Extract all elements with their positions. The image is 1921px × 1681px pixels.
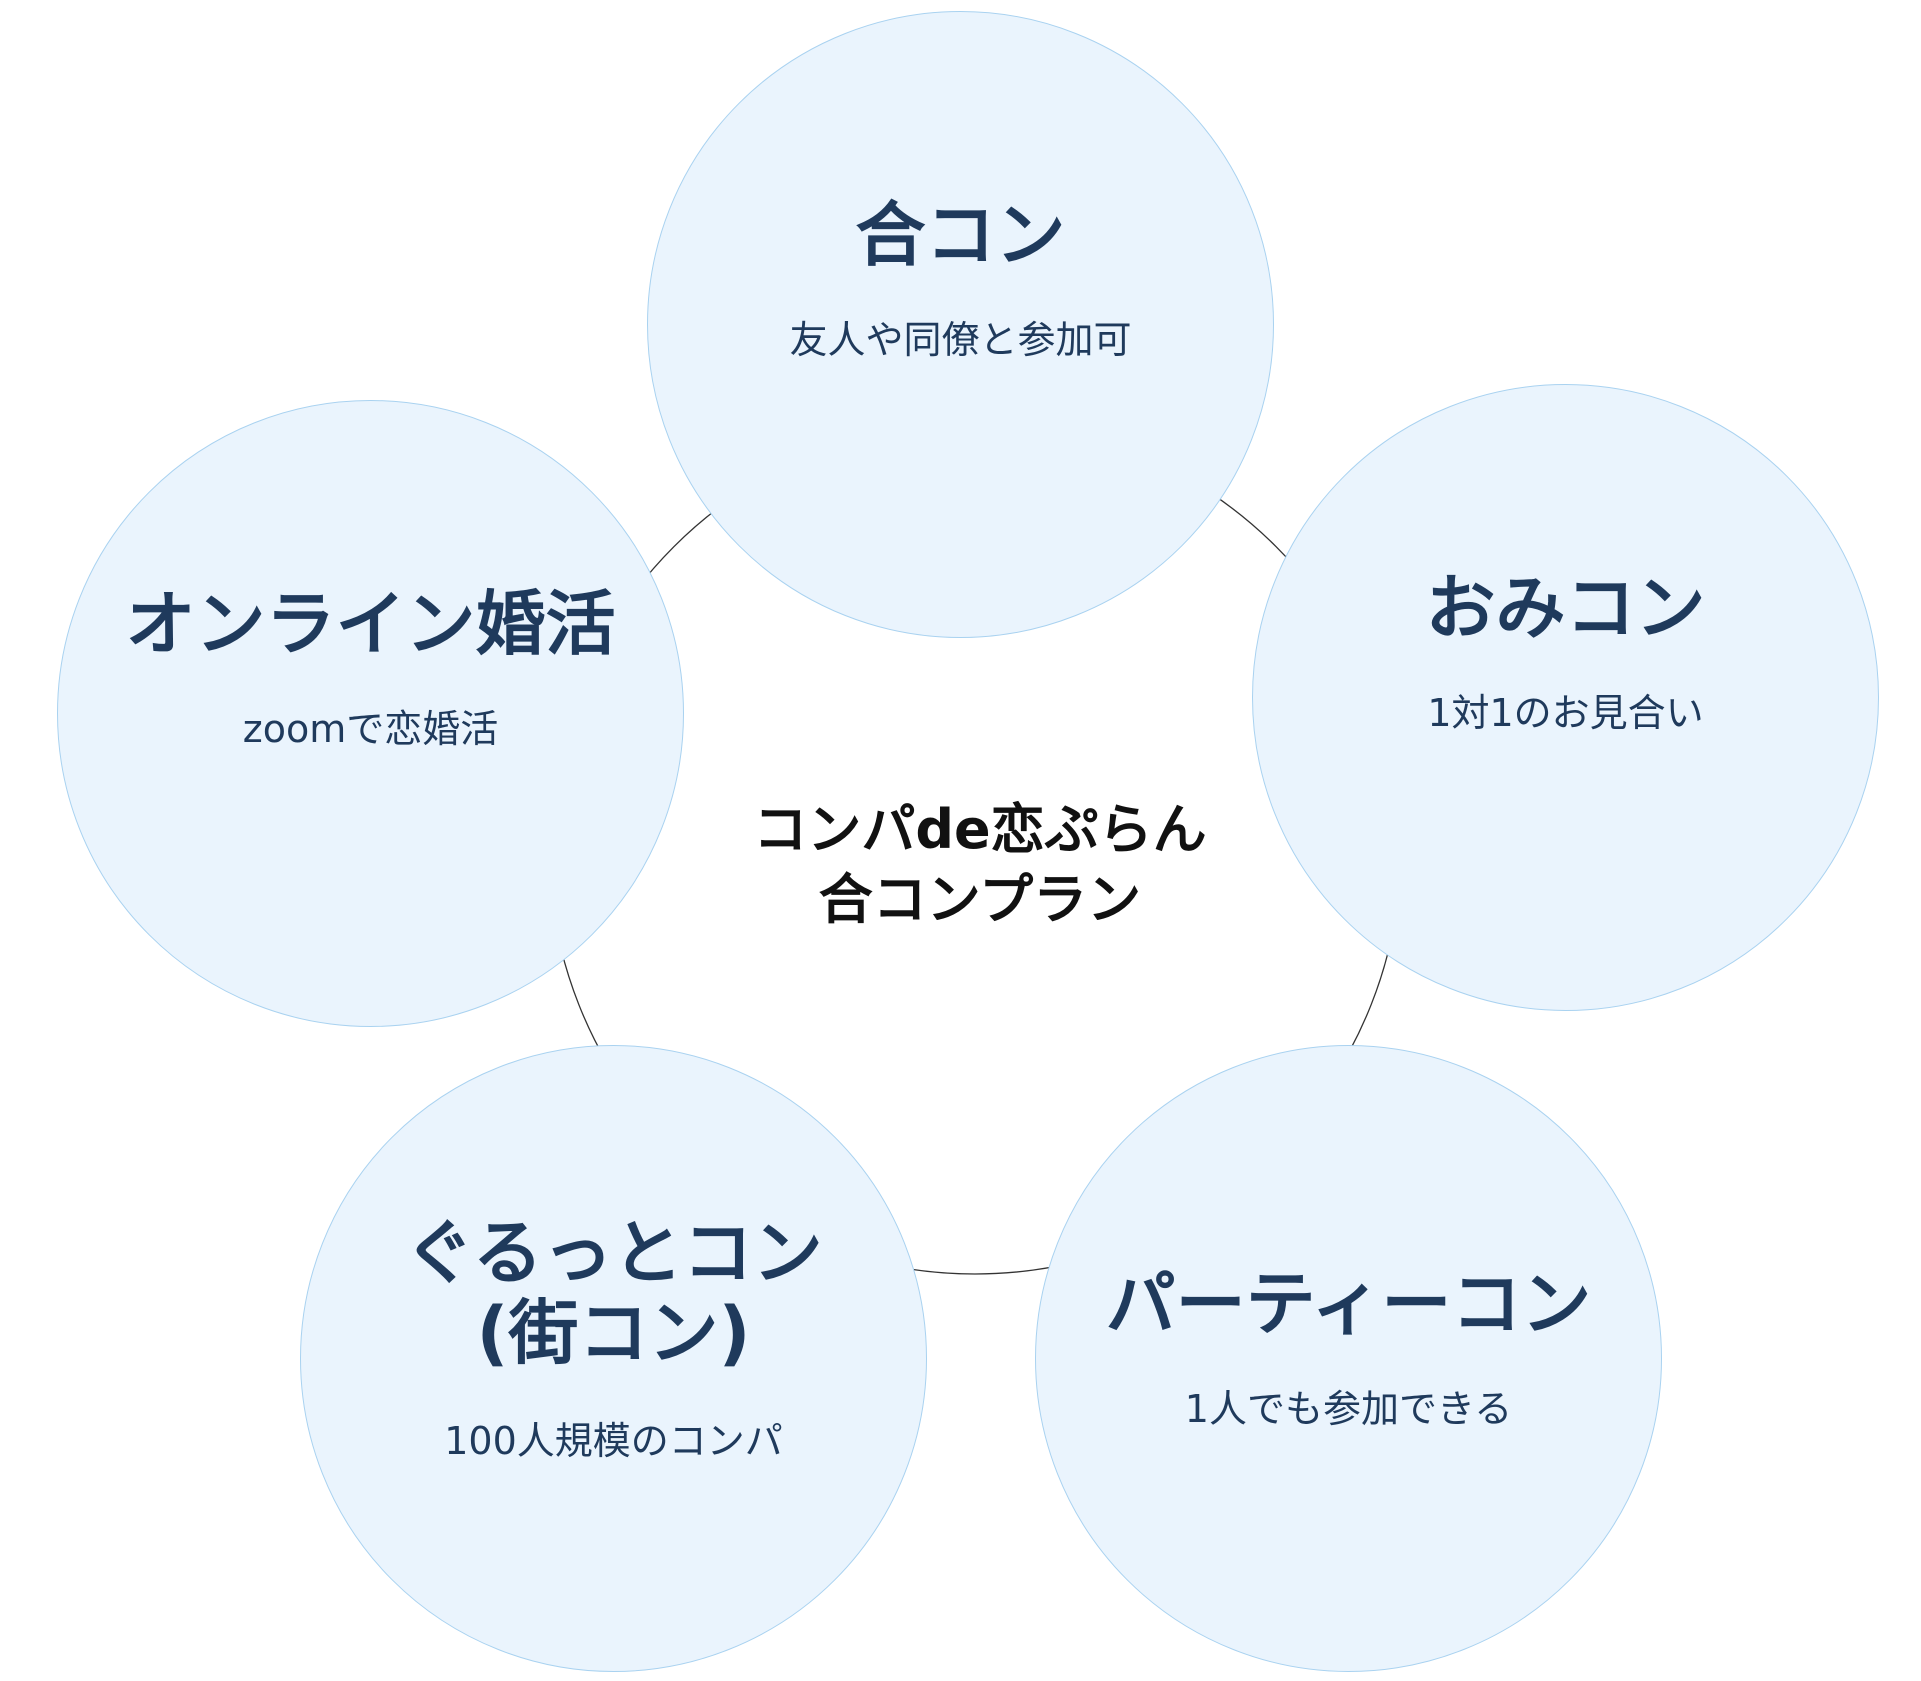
node-title: パーティーコン [1105, 1262, 1592, 1345]
node-subtitle: 100人規模のコンパ [444, 1418, 783, 1463]
node-subtitle: zoomで恋婚活 [242, 707, 499, 752]
node-subtitle: 1対1のお見合い [1427, 691, 1704, 736]
center-line-2: 合コンプラン [818, 868, 1142, 931]
node-subtitle: 1人でも参加できる [1184, 1387, 1513, 1432]
node-title: 合コン [855, 193, 1066, 276]
node-online-konkatsu: オンライン婚活 zoomで恋婚活 [57, 400, 684, 1027]
node-omikon: おみコン 1対1のお見合い [1252, 384, 1879, 1011]
node-subtitle: 友人や同僚と参加可 [789, 318, 1132, 363]
center-label: コンパde恋ぷらん 合コンプラン [660, 795, 1300, 935]
node-title: ぐるっとコン (街コン) [404, 1211, 823, 1374]
center-line-1: コンパde恋ぷらん [753, 798, 1207, 861]
node-title: オンライン婚活 [125, 582, 616, 665]
node-party-kon: パーティーコン 1人でも参加できる [1035, 1045, 1662, 1672]
node-title-line2: (街コン) [476, 1292, 751, 1374]
node-gokon: 合コン 友人や同僚と参加可 [647, 11, 1274, 638]
node-title: おみコン [1425, 566, 1706, 649]
node-gurutto-kon: ぐるっとコン (街コン) 100人規模のコンパ [300, 1045, 927, 1672]
node-title-line1: ぐるっとコン [404, 1211, 823, 1294]
